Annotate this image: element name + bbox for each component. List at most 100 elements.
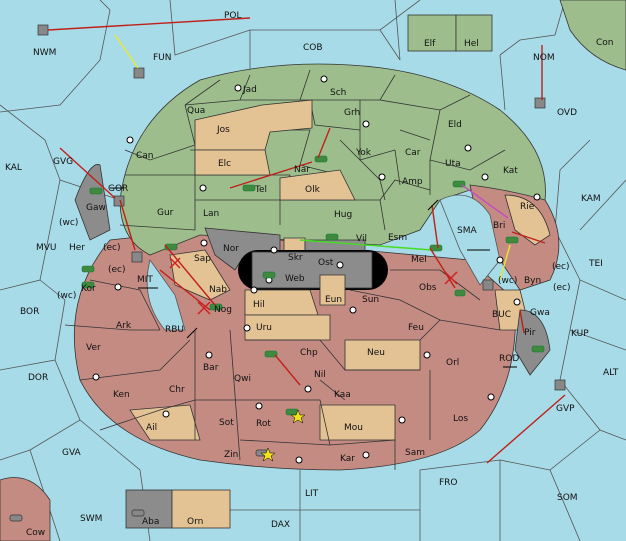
label-amp: Amp [402, 177, 423, 187]
tank-icon [242, 184, 256, 192]
territory-orn[interactable] [171, 489, 231, 529]
label-feu: Feu [408, 323, 424, 333]
label-lit: LIT [305, 489, 319, 499]
tank-icon [531, 345, 545, 353]
label-gaw: Gaw [86, 203, 106, 213]
label-wc3: (wc) [57, 291, 76, 301]
sea-sma [439, 194, 501, 286]
label-gvg: GVG [53, 157, 73, 167]
territory-hel[interactable] [455, 14, 493, 52]
label-gva: GVA [62, 448, 82, 458]
label-ost: Ost [318, 258, 334, 268]
territory-pir[interactable] [514, 309, 551, 376]
tank-icon [262, 271, 276, 279]
label-bor: BOR [20, 307, 39, 317]
label-dor: DOR [28, 373, 48, 383]
label-obs: Obs [419, 283, 437, 293]
label-jos: Jos [216, 125, 230, 135]
label-chr: Chr [169, 385, 185, 395]
label-qwi: Qwi [234, 374, 251, 384]
label-gwa: Gwa [530, 308, 550, 318]
label-gvp: GVP [556, 404, 575, 414]
tank-icon [314, 155, 328, 163]
label-kup: KUP [571, 329, 589, 339]
label-gor: GOR [108, 184, 128, 194]
southern-borders [64, 269, 501, 470]
label-dax: DAX [271, 520, 290, 530]
label-cow: Cow [26, 528, 45, 538]
label-rie: Rie [520, 202, 535, 212]
label-ken: Ken [113, 390, 130, 400]
label-hel: Hel [464, 39, 479, 49]
label-nil: Nil [314, 370, 326, 380]
label-orl: Orl [446, 358, 459, 368]
label-can: Can [136, 151, 154, 161]
tank-icon [264, 350, 278, 358]
label-qua: Qua [187, 106, 205, 116]
label-kaa: Kaa [334, 390, 351, 400]
label-tei: TEI [588, 259, 603, 269]
label-ec4: (ec) [553, 283, 571, 293]
label-nwm: NWM [33, 48, 56, 58]
label-ec3: (ec) [108, 265, 126, 275]
label-nom: NOM [533, 53, 555, 63]
label-los: Los [453, 414, 468, 424]
label-bar: Bar [203, 363, 219, 373]
tank-icon [505, 236, 519, 244]
territory-aba[interactable] [125, 489, 173, 529]
label-byn: Byn [524, 276, 541, 286]
label-mvu: MVU [36, 243, 57, 253]
label-eun: Eun [325, 295, 342, 305]
label-som: SOM [557, 493, 578, 503]
label-orn: Orn [187, 517, 203, 527]
label-grh: Grh [344, 108, 360, 118]
territory-gaw[interactable] [74, 164, 111, 241]
fleet-units [9, 24, 566, 522]
connection-arrows [110, 187, 517, 368]
territory-elc[interactable] [194, 149, 271, 176]
territory-eun[interactable] [319, 274, 346, 306]
label-zin: Zin [224, 450, 238, 460]
label-bri: Bri [493, 221, 505, 231]
label-cob: COB [303, 43, 323, 53]
label-tel: Tel [254, 185, 267, 195]
territory-nab[interactable] [169, 249, 231, 301]
label-elf: Elf [424, 39, 436, 49]
label-skr: Skr [288, 253, 303, 263]
label-rot: Rot [256, 419, 271, 429]
star-markers [260, 409, 306, 462]
label-fun: FUN [153, 53, 172, 63]
label-elc: Elc [218, 159, 231, 169]
label-sch: Sch [330, 88, 346, 98]
territory-cow[interactable] [0, 477, 51, 541]
label-sun: Sun [362, 295, 379, 305]
territory-olk[interactable] [279, 169, 356, 201]
territory-uru[interactable] [244, 314, 331, 341]
label-nor: Nor [223, 244, 239, 254]
region-labels: POL NWM FUN COB Elf Hel Con NOM OVD Jad … [5, 11, 619, 538]
label-mou: Mou [344, 423, 363, 433]
label-kal: KAL [5, 163, 22, 173]
label-kar: Kar [340, 454, 355, 464]
label-sap: Sap [194, 254, 211, 264]
label-nog: Nog [214, 305, 232, 315]
label-web: Web [285, 274, 305, 284]
label-fro: FRO [439, 478, 458, 488]
label-ark: Ark [116, 321, 132, 331]
label-mit: MIT [137, 275, 153, 285]
label-nab: Nab [209, 285, 227, 295]
label-ail: Ail [146, 423, 157, 433]
label-con: Con [596, 38, 614, 48]
sea-rbu [146, 259, 186, 331]
territory-web[interactable] [251, 251, 373, 289]
label-sot: Sot [219, 418, 234, 428]
label-chp: Chp [300, 348, 318, 358]
tank-icon [81, 265, 95, 273]
label-kor: Kor [81, 284, 96, 294]
label-nar: Nar [294, 165, 310, 175]
label-olk: Olk [305, 185, 321, 195]
label-neu: Neu [367, 348, 385, 358]
label-hil: Hil [253, 300, 265, 310]
label-kat: Kat [503, 166, 518, 176]
